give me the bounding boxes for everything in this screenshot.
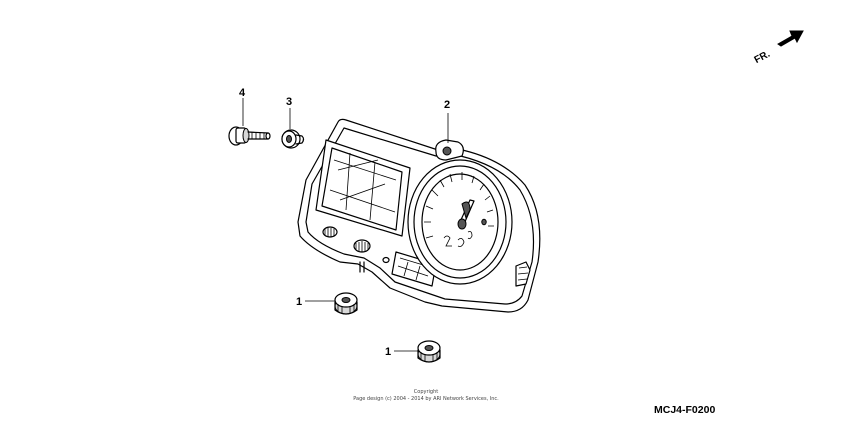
combination-meter-part [297,118,541,313]
callout-1a: 1 [296,296,302,308]
collar-part [281,129,305,149]
callout-2: 2 [444,99,450,111]
copyright-line-2: Page design (c) 2004 - 2014 by ARI Netwo… [353,396,499,402]
diagram-code: MCJ4-F0200 [654,404,715,416]
bolt-part [228,126,271,146]
front-arrow-icon [777,30,804,47]
callout-4: 4 [239,87,246,99]
callout-1b: 1 [385,346,391,358]
front-direction-indicator: FR. [753,30,804,66]
grommet-part-b [417,340,441,363]
front-direction-label: FR. [753,49,773,66]
copyright-line-1: Copyright [414,389,438,395]
callout-3: 3 [286,96,292,108]
grommet-part-a [334,292,358,315]
